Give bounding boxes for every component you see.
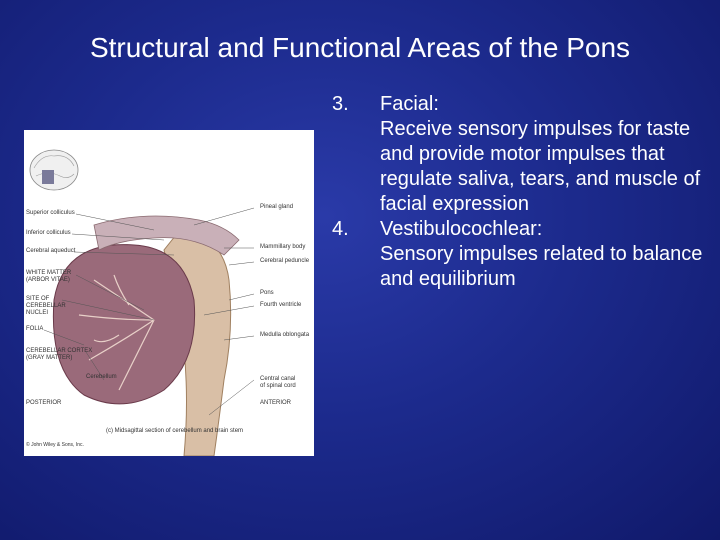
label-cerebellum: Cerebellum: [86, 374, 117, 380]
label-cerebral-peduncle: Cerebral peduncle: [260, 258, 310, 264]
label-mammillary-body: Mammillary body: [260, 244, 306, 250]
figure-caption: (c) Midsagittal section of cerebellum an…: [106, 428, 244, 434]
cranial-nerve-list: 3. Facial: Receive sensory impulses for …: [332, 92, 717, 292]
cerebellum-illustration: [29, 149, 255, 456]
item-number: 3.: [332, 93, 349, 115]
label-cerebellar-cortex: CEREBELLAR CORTEX (GRAY MATTER): [26, 348, 93, 361]
arbor-vitae: [78, 274, 155, 391]
label-fourth-ventricle: Fourth ventricle: [260, 302, 302, 308]
cerebellum: [52, 244, 196, 405]
label-medulla-oblongata: Medulla oblongata: [260, 332, 310, 338]
label-cerebral-aqueduct: Cerebral aqueduct: [26, 248, 76, 254]
brain-diagram-figure: Superior colliculus Inferior colliculus …: [24, 130, 314, 456]
left-leader-lines: [43, 213, 175, 381]
figure-copyright: © John Wiley & Sons, Inc.: [26, 442, 84, 448]
label-superior-colliculus: Superior colliculus: [26, 210, 75, 216]
item-description: Receive sensory impulses for taste and p…: [380, 118, 701, 215]
label-cerebellar-nuclei: SITE OF CEREBELLAR NUCLEI: [26, 296, 66, 316]
label-pineal-gland: Pineal gland: [260, 204, 294, 210]
right-leader-lines: [193, 207, 255, 416]
slide-title: Structural and Functional Areas of the P…: [89, 32, 631, 63]
label-inferior-colliculus: Inferior colliculus: [26, 230, 71, 236]
label-folia: FOLIA: [26, 326, 44, 332]
brain-thumbnail: [29, 149, 79, 191]
label-posterior: POSTERIOR: [26, 400, 62, 406]
item-heading: Vestibulocochlear:: [380, 218, 543, 240]
label-pons: Pons: [260, 290, 274, 296]
label-central-canal: Central canal of spinal cord: [260, 376, 296, 389]
item-number: 4.: [332, 218, 349, 240]
cerebral-region: [93, 215, 240, 256]
item-heading: Facial:: [380, 93, 439, 115]
label-white-matter: WHITE MATTER (ARBOR VITAE): [26, 270, 72, 283]
item-description: Sensory impulses related to balance and …: [380, 243, 703, 290]
list-item-facial: 3. Facial:: [332, 92, 717, 117]
list-item-vestibulocochlear: 4. Vestibulocochlear:: [332, 217, 717, 242]
label-anterior: ANTERIOR: [260, 400, 292, 406]
